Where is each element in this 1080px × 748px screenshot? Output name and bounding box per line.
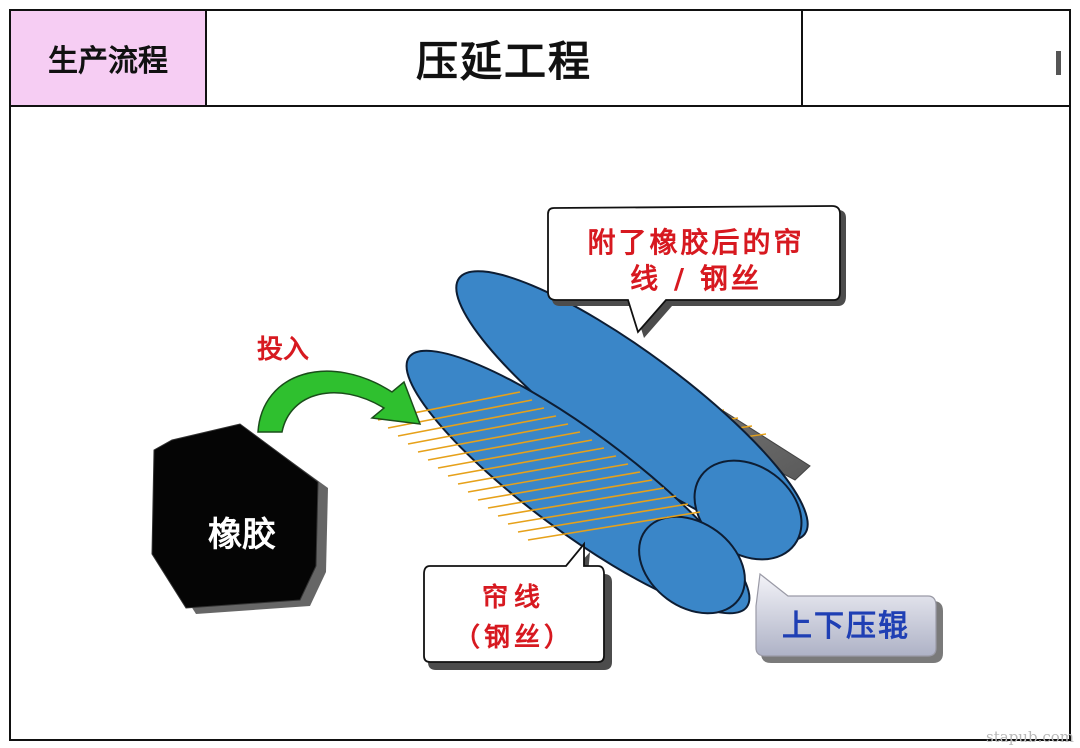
section-label: 生产流程 [11, 11, 207, 105]
header-table: 生产流程 压延工程 [9, 9, 1071, 107]
callout-cords-line1: 帘线 [482, 582, 546, 613]
content-frame [9, 105, 1071, 741]
callout-coated-line1: 附了橡胶后的帘 [587, 226, 804, 259]
rollers-label: 上下压辊 [782, 609, 910, 644]
header-right-cell [803, 11, 1069, 105]
watermark: stapub.com [986, 728, 1074, 746]
callout-cords-line2: （钢丝） [454, 623, 574, 653]
callout-coated-line2: 线 / 钢丝 [630, 262, 762, 295]
cord-strands [377, 391, 701, 541]
rubber-label: 橡胶 [208, 515, 276, 555]
rubber-block: 橡胶 [151, 423, 328, 614]
header-mark [1056, 51, 1061, 75]
input-label: 投入 [257, 335, 309, 365]
input-arrow-icon [257, 370, 422, 433]
callout-coated-cord: 附了橡胶后的帘 线 / 钢丝 [547, 205, 846, 338]
page-title: 压延工程 [207, 11, 803, 105]
rollers-label-box: 上下压辊 [755, 572, 943, 663]
callout-cords: 帘线 （钢丝） [423, 541, 612, 670]
